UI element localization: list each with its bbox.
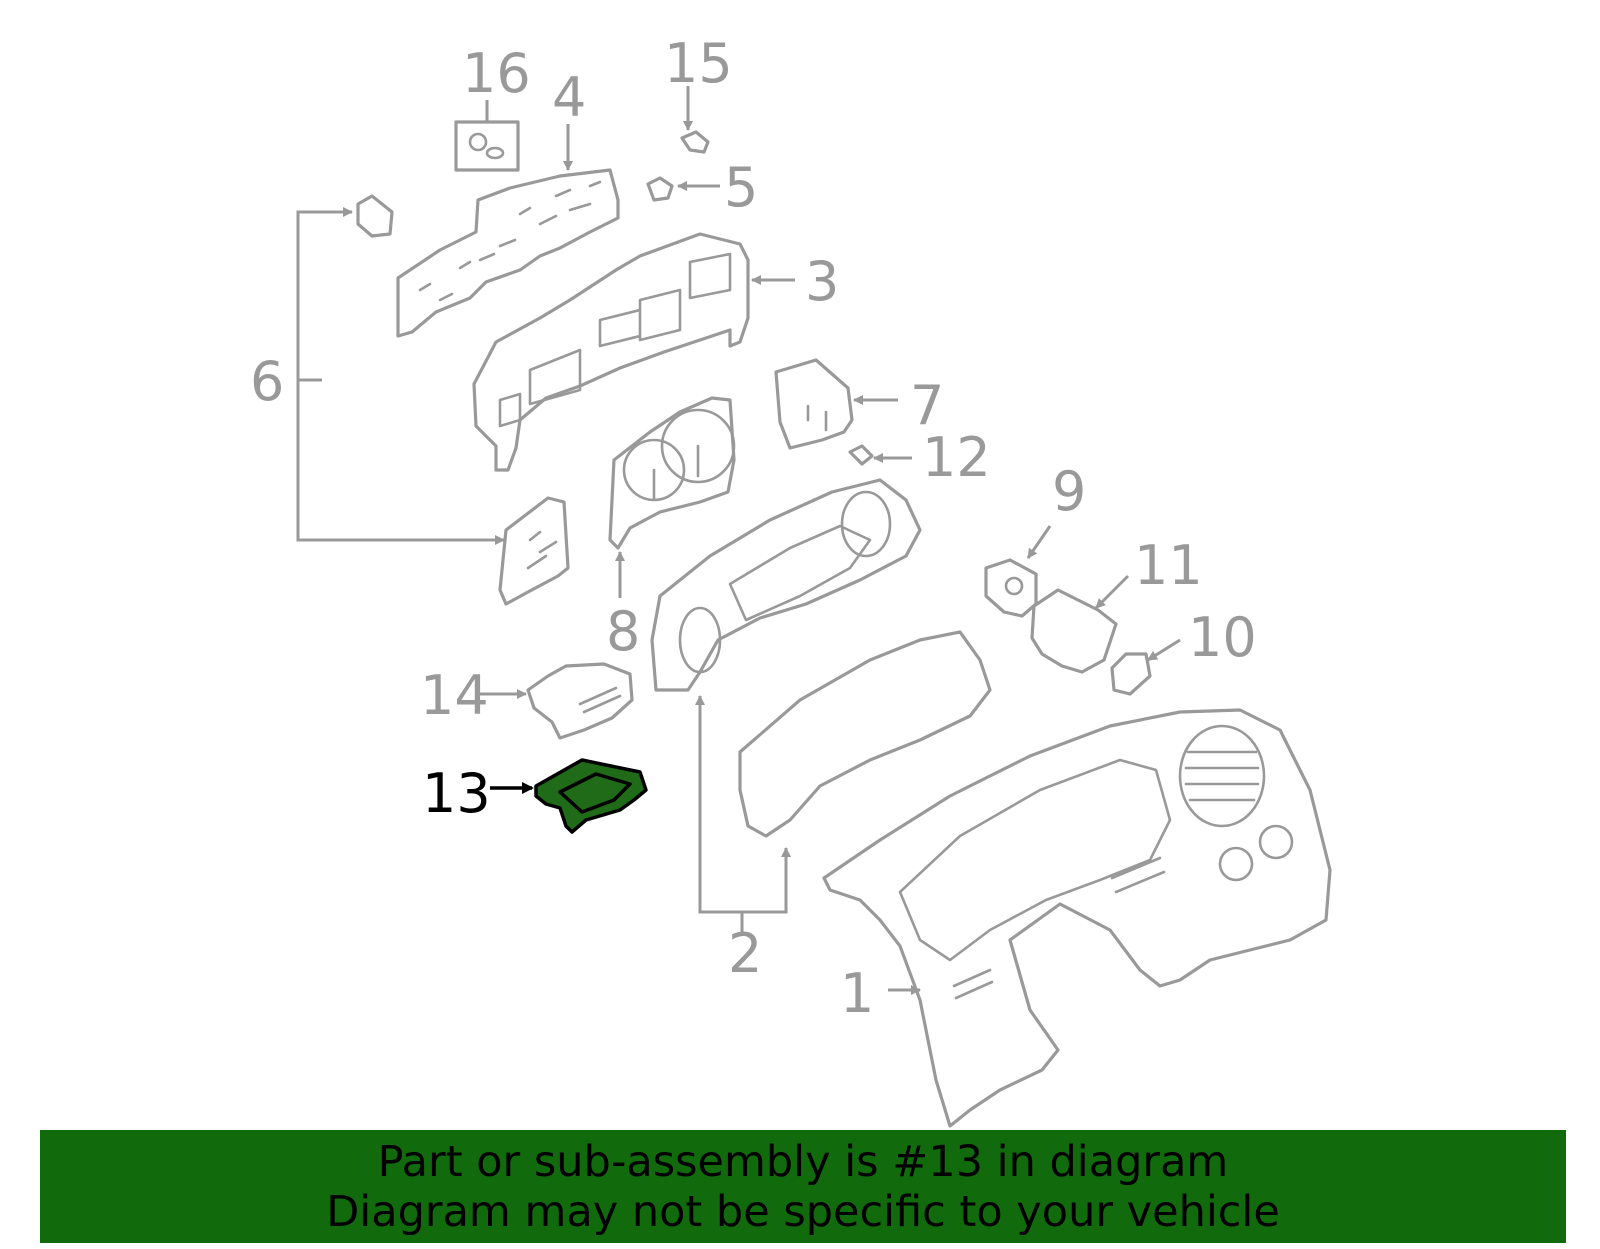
callout-16: 16 (462, 42, 531, 105)
banner-line-2: Diagram may not be specific to your vehi… (326, 1186, 1280, 1237)
callout-15: 15 (664, 32, 733, 95)
part-16-bulb[interactable] (454, 100, 520, 172)
part-15-socket[interactable] (680, 86, 710, 154)
part-3-housing[interactable] (472, 232, 795, 472)
part-1-dashboard[interactable] (822, 708, 1332, 1128)
callout-7: 7 (910, 374, 944, 437)
callout-4: 4 (552, 66, 586, 129)
part-13-selected[interactable] (490, 758, 648, 834)
part-11-module[interactable] (1030, 574, 1130, 674)
part-6-connector[interactable] (356, 194, 394, 238)
part-9-switch[interactable] (984, 525, 1052, 618)
leader-2 (695, 695, 791, 932)
part-10-knob[interactable] (1110, 638, 1181, 696)
callout-12: 12 (922, 426, 991, 489)
part-2-lens[interactable] (738, 630, 992, 838)
part-6-plate[interactable] (498, 496, 570, 606)
part-14-switch-housing[interactable] (480, 662, 634, 740)
callout-11: 11 (1134, 534, 1203, 597)
part-2-bezel[interactable] (650, 478, 922, 692)
callout-14: 14 (420, 664, 489, 727)
part-12-bulb[interactable] (848, 444, 912, 466)
part-7-gauge[interactable] (774, 358, 898, 450)
callout-5: 5 (724, 156, 758, 219)
callout-3: 3 (805, 250, 839, 313)
callout-6: 6 (250, 350, 284, 413)
callout-2: 2 (728, 922, 762, 985)
callout-1: 1 (840, 962, 874, 1025)
part-5-socket[interactable] (646, 176, 720, 202)
callout-13: 13 (422, 762, 491, 825)
leader-6 (296, 207, 505, 545)
callout-10: 10 (1188, 606, 1257, 669)
part-8-gauge-face[interactable] (608, 396, 736, 598)
callout-9: 9 (1052, 460, 1086, 523)
callout-8: 8 (606, 600, 640, 663)
info-banner: Part or sub-assembly is #13 in diagram D… (40, 1130, 1566, 1243)
part-4-circuit[interactable] (396, 124, 620, 338)
banner-line-1: Part or sub-assembly is #13 in diagram (377, 1136, 1229, 1187)
